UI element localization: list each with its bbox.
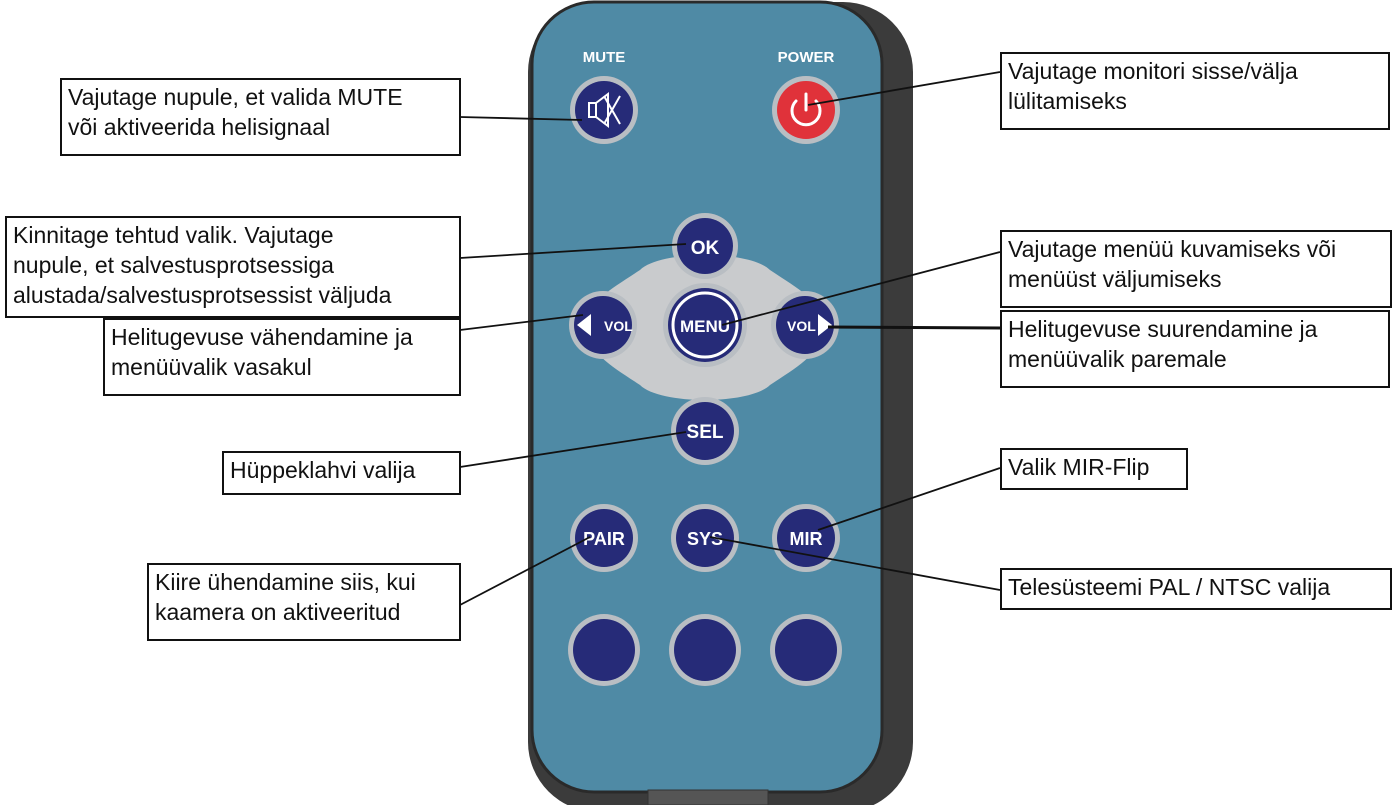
blank-button-2[interactable] xyxy=(669,614,741,686)
callout-vol-left: Helitugevuse vähendamine ja menüüvalik v… xyxy=(103,318,461,396)
callout-vol-right-line-1: Helitugevuse suurendamine ja xyxy=(1008,316,1318,342)
menu-button[interactable]: MENU xyxy=(663,283,747,367)
mir-button-label: MIR xyxy=(790,529,823,549)
callout-vol-right: Helitugevuse suurendamine ja menüüvalik … xyxy=(1000,310,1390,388)
leader-line-sys xyxy=(709,536,1001,591)
leader-line-power xyxy=(807,71,1001,106)
callout-power-line-2: lülitamiseks xyxy=(1008,88,1127,114)
callout-power-line-1: Vajutage monitori sisse/välja xyxy=(1008,58,1298,84)
mute-button[interactable] xyxy=(570,76,638,144)
callout-sys-line-1: Telesüsteemi PAL / NTSC valija xyxy=(1008,574,1331,600)
callout-pair-line-2: kaamera on aktiveeritud xyxy=(155,599,401,625)
callout-pair-line-1: Kiire ühendamine siis, kui xyxy=(155,569,416,595)
leader-line-menu xyxy=(721,251,1001,326)
callout-mute-line-2: või aktiveerida helisignaal xyxy=(68,114,331,140)
callout-mir-line-1: Valik MIR-Flip xyxy=(1008,454,1150,480)
callout-power: Vajutage monitori sisse/välja lülitamise… xyxy=(1000,52,1390,130)
leader-line-sel xyxy=(459,431,687,468)
callout-vol-left-line-1: Helitugevuse vähendamine ja xyxy=(111,324,413,350)
pair-button[interactable]: PAIR xyxy=(570,504,638,572)
blank-button-3[interactable] xyxy=(770,614,842,686)
sel-button-label: SEL xyxy=(687,422,724,443)
power-top-label: POWER xyxy=(778,49,835,66)
vol-up-button[interactable]: VOL xyxy=(771,291,839,359)
callout-ok-line-1: Kinnitage tehtud valik. Vajutage xyxy=(13,222,334,248)
speaker-mute-icon xyxy=(588,92,621,128)
remote-bottom-connector xyxy=(647,789,769,805)
vol-down-button-label: VOL xyxy=(604,318,633,334)
callout-mute: Vajutage nupule, et valida MUTE või akti… xyxy=(60,78,461,156)
callout-mir: Valik MIR-Flip xyxy=(1000,448,1188,490)
callout-ok: Kinnitage tehtud valik. Vajutage nupule,… xyxy=(5,216,461,318)
callout-vol-left-line-2: menüüvalik vasakul xyxy=(111,354,312,380)
callout-pair: Kiire ühendamine siis, kui kaamera on ak… xyxy=(147,563,461,641)
leader-line-vol-right xyxy=(827,325,1001,330)
blank-button-1[interactable] xyxy=(568,614,640,686)
pair-button-label: PAIR xyxy=(583,529,625,549)
callout-menu-line-1: Vajutage menüü kuvamiseks või xyxy=(1008,236,1337,262)
callout-menu-line-2: menüüst väljumiseks xyxy=(1008,266,1222,292)
leader-line-ok xyxy=(459,243,687,259)
sys-button-label: SYS xyxy=(687,529,723,549)
callout-vol-right-line-2: menüüvalik paremale xyxy=(1008,346,1227,372)
leader-line-mute xyxy=(459,116,583,121)
sel-button[interactable]: SEL xyxy=(671,397,739,465)
sys-button[interactable]: SYS xyxy=(671,504,739,572)
ok-button-label: OK xyxy=(691,238,720,259)
callout-ok-line-3: alustada/salvestusprotsessist väljuda xyxy=(13,282,392,308)
callout-sel-line-1: Hüppeklahvi valija xyxy=(230,457,416,483)
callout-menu: Vajutage menüü kuvamiseks või menüüst vä… xyxy=(1000,230,1392,308)
ok-button[interactable]: OK xyxy=(672,213,738,279)
leader-line-vol-left xyxy=(459,314,584,331)
vol-up-button-label: VOL xyxy=(787,318,816,334)
mir-button[interactable]: MIR xyxy=(772,504,840,572)
callout-sys: Telesüsteemi PAL / NTSC valija xyxy=(1000,568,1392,610)
left-arrow-icon xyxy=(577,314,591,336)
leader-line-mir xyxy=(817,467,1001,531)
right-arrow-icon xyxy=(818,314,832,336)
callout-ok-line-2: nupule, et salvestusprotsessiga xyxy=(13,252,334,278)
mute-top-label: MUTE xyxy=(583,49,626,66)
leader-line-pair xyxy=(459,536,591,606)
menu-button-label: MENU xyxy=(680,317,730,336)
power-button[interactable] xyxy=(772,76,840,144)
vol-down-button[interactable]: VOL xyxy=(569,291,637,359)
callout-sel: Hüppeklahvi valija xyxy=(222,451,461,495)
power-icon xyxy=(790,92,822,127)
callout-mute-line-1: Vajutage nupule, et valida MUTE xyxy=(68,84,403,110)
